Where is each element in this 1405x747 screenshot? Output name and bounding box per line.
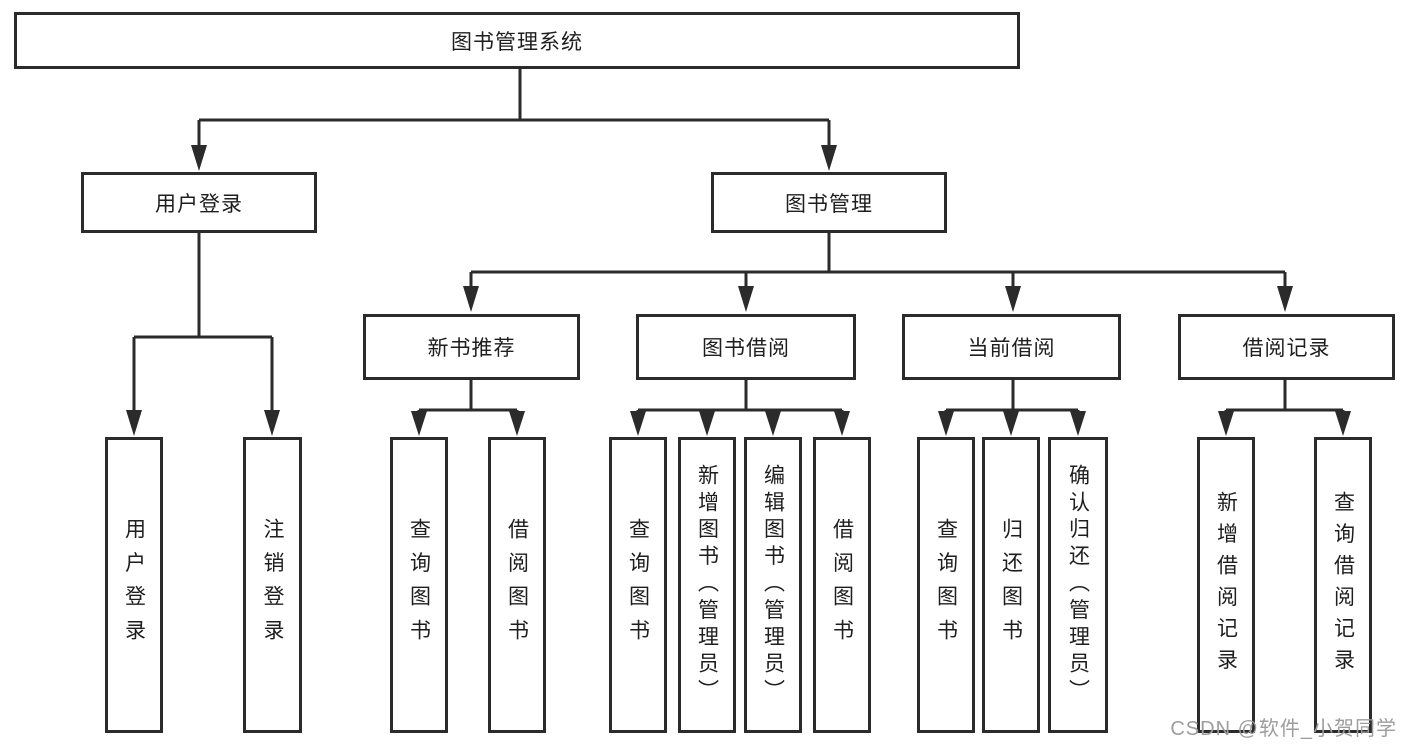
arrowhead [765, 411, 781, 436]
node-label: 归还图书 [999, 517, 1023, 653]
node-add-borrowing-record: 新增借阅记录 [1197, 437, 1255, 733]
connector-root-to-level2 [197, 69, 831, 147]
node-query-books-current: 查询图书 [917, 437, 975, 733]
arrowhead [738, 286, 754, 312]
arrowhead [1005, 286, 1021, 312]
node-confirm-return-admin: 确认归还（管理员） [1048, 437, 1108, 733]
node-label: 借阅图书 [830, 517, 854, 653]
node-query-books-recommend: 查询图书 [390, 437, 448, 733]
node-label: 查询图书 [934, 517, 958, 653]
node-return-books: 归还图书 [982, 437, 1040, 733]
arrowhead [1218, 411, 1234, 436]
arrowhead [1277, 286, 1293, 312]
node-edit-books-admin: 编辑图书（管理员） [744, 437, 802, 733]
arrowhead [938, 411, 954, 436]
node-label: 用户登录 [122, 517, 146, 653]
node-label: 图书管理系统 [451, 30, 583, 54]
arrowhead [126, 410, 142, 436]
node-label: 图书管理 [785, 192, 873, 216]
node-label: 借阅图书 [505, 517, 529, 653]
node-label: 查询借阅记录 [1331, 490, 1355, 680]
node-borrowing-records: 借阅记录 [1178, 314, 1395, 380]
node-add-books-admin: 新增图书（管理员） [678, 437, 736, 733]
node-label: 当前借阅 [967, 337, 1056, 360]
node-logout-action: 注销登录 [243, 437, 302, 733]
arrowhead [191, 145, 207, 171]
connector-book-borrowing-to-leaves [636, 380, 844, 414]
node-borrow-books-borrowing: 借阅图书 [813, 437, 871, 733]
arrowhead [630, 411, 646, 436]
connector-new-book-recommend-to-leaves [417, 380, 519, 414]
node-book-management: 图书管理 [711, 172, 947, 233]
connector-book-management-to-level3 [469, 233, 1287, 289]
node-query-books-borrowing: 查询图书 [609, 437, 667, 733]
arrowhead [463, 286, 479, 312]
node-label: 新增图书（管理员） [695, 464, 719, 706]
node-current-borrowing: 当前借阅 [902, 314, 1121, 380]
arrowhead [1003, 411, 1019, 436]
node-library-management-system: 图书管理系统 [14, 12, 1020, 69]
node-label: 编辑图书（管理员） [761, 464, 785, 706]
arrowhead [1070, 411, 1086, 436]
node-label: 新增借阅记录 [1214, 490, 1238, 680]
arrowhead [699, 411, 715, 436]
node-label: 新书推荐 [427, 337, 516, 360]
node-book-borrowing: 图书借阅 [636, 314, 856, 380]
connector-borrowing-records-to-leaves [1224, 380, 1345, 414]
arrowhead [509, 411, 525, 436]
connector-current-borrowing-to-leaves [944, 380, 1080, 414]
node-label: 借阅记录 [1242, 337, 1331, 360]
arrowhead [834, 411, 850, 436]
node-user-login: 用户登录 [81, 172, 317, 233]
node-label: 查询图书 [626, 517, 650, 653]
node-label: 查询图书 [407, 517, 431, 653]
connector-user-login-to-leaves [132, 233, 274, 412]
node-label: 注销登录 [261, 517, 284, 653]
node-label: 确认归还（管理员） [1066, 464, 1090, 706]
node-label: 用户登录 [155, 192, 243, 216]
arrowhead [411, 411, 427, 436]
node-borrow-books-recommend: 借阅图书 [488, 437, 546, 733]
node-label: 图书借阅 [702, 337, 790, 360]
arrowhead [264, 410, 280, 436]
node-query-borrowing-record: 查询借阅记录 [1314, 437, 1372, 733]
arrowhead [1335, 411, 1351, 436]
node-user-login-action: 用户登录 [105, 437, 163, 733]
node-new-book-recommend: 新书推荐 [363, 314, 580, 380]
arrowhead [821, 145, 837, 171]
